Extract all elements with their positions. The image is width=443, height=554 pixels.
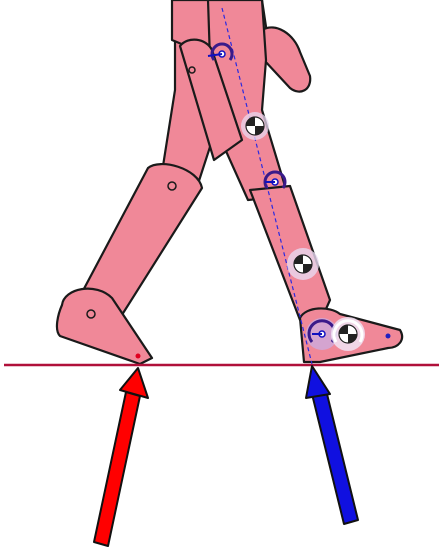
center-of-mass-icon bbox=[245, 116, 265, 136]
circular-moment-arrow-icon bbox=[332, 319, 364, 343]
rear-foot bbox=[55, 287, 154, 366]
shank-center-of-mass bbox=[287, 248, 319, 280]
center-of-mass-icon bbox=[293, 254, 313, 274]
rear-force-shaft bbox=[93, 391, 141, 547]
hand-shape bbox=[260, 26, 312, 93]
front-toe-point bbox=[385, 333, 391, 339]
rear-knee-pivot bbox=[167, 181, 177, 191]
front-shank bbox=[248, 184, 332, 322]
rear-ankle-pivot bbox=[86, 309, 96, 319]
hand bbox=[260, 26, 312, 93]
hip-joint-marker bbox=[207, 42, 234, 61]
front-ground-reaction-force-arrow bbox=[305, 365, 359, 525]
front-force-shaft bbox=[311, 389, 359, 525]
front-arm-pivot bbox=[188, 66, 196, 74]
front-force-head bbox=[305, 365, 331, 399]
knee-joint-marker bbox=[263, 170, 287, 189]
center-of-mass-icon bbox=[338, 324, 358, 344]
thigh-center-of-mass bbox=[241, 112, 269, 140]
rear-ground-reaction-force-arrow bbox=[93, 367, 149, 547]
rear-heel-contact-point bbox=[135, 353, 141, 359]
foot-center-of-mass bbox=[331, 317, 365, 351]
rear-force-head bbox=[119, 367, 149, 399]
